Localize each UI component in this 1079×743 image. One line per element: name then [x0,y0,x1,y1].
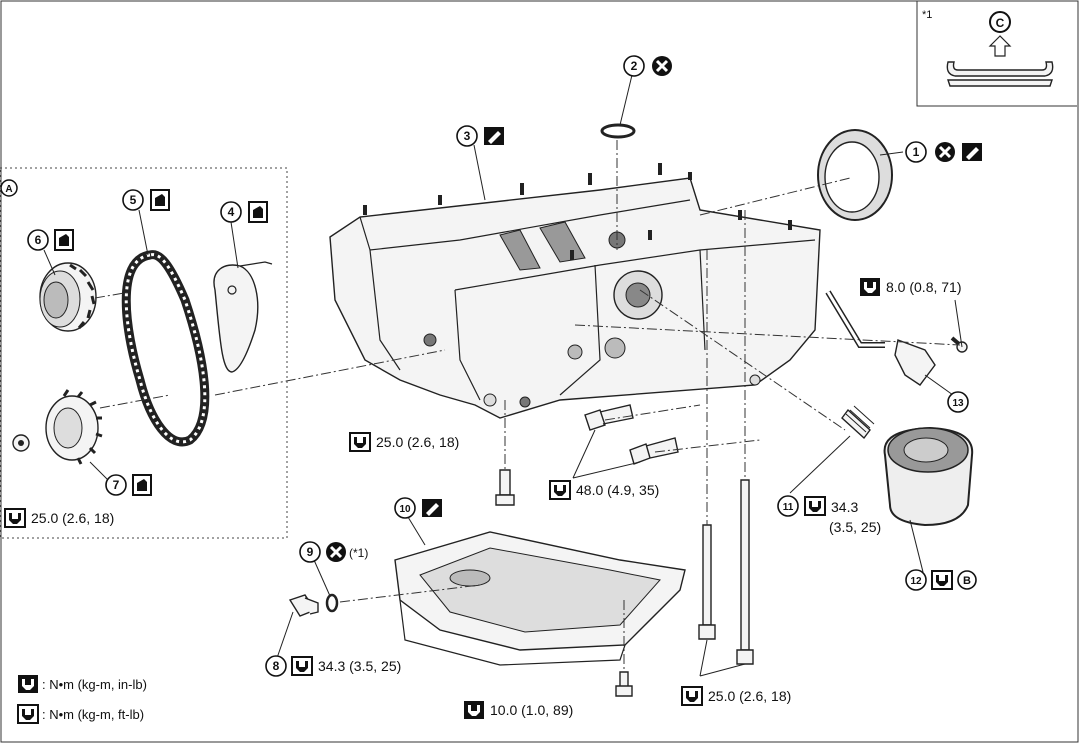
arrow-up-icon [988,35,1012,57]
o-ring [600,123,636,139]
oil-filter [883,426,974,527]
inset-note-mark: *1 [922,9,932,21]
callout-11: 11 34.3 (3.5, 25) [777,495,881,535]
torque-ftlb-icon [4,508,26,528]
legend-ftlb: : N•m (kg-m, ft-lb) [42,707,144,722]
svg-text:7: 7 [113,478,120,492]
torque-pan-bolts: 48.0 (4.9, 35) [549,480,659,500]
torque-sensor-bolt: 8.0 (0.8, 71) [860,278,962,296]
torque-ftlb-icon [804,496,826,516]
replace-icon [933,140,957,164]
lower-oil-pan [394,531,686,666]
apply-sealant-icon [422,499,442,517]
torque-center-bolt: 25.0 (2.6, 18) [349,432,459,452]
drain-plug [288,593,339,617]
svg-text:6: 6 [35,233,42,247]
torque-inlb-icon [18,675,38,693]
torque-long-bolts: 25.0 (2.6, 18) [681,686,791,706]
note-star1: (*1) [349,546,368,560]
svg-text:A: A [5,184,12,195]
callout-2: 2 [623,54,674,78]
replace-icon [324,540,348,564]
torque-ftlb-icon [931,570,953,590]
oil-filter-connector [841,405,875,440]
svg-text:25.0 (2.6, 18): 25.0 (2.6, 18) [708,688,791,704]
svg-text:8.0 (0.8, 71): 8.0 (0.8, 71) [886,279,962,295]
long-bolts [698,479,754,665]
svg-text:9: 9 [307,545,314,559]
upper-oil-pan [329,163,821,419]
oil-icon [248,201,268,223]
bolt-25-center [495,469,515,506]
inset-letter: C [996,16,1005,30]
svg-text:3: 3 [464,129,471,143]
svg-text:8: 8 [273,659,280,673]
torque-sprocket-bolt: 25.0 (2.6, 18) [4,508,114,528]
torque-ftlb-icon [549,480,571,500]
center-lines [94,140,961,672]
section-a-label: A [0,179,18,197]
torque-small-bolt: 10.0 (1.0, 89) [464,701,573,719]
legend-inlb: : N•m (kg-m, in-lb) [42,677,147,692]
torque-drain-plug: 34.3 (3.5, 25) [318,658,401,674]
oil-sensor [825,290,968,386]
apply-sealant-icon [962,143,982,161]
leader-lines [43,74,963,677]
torque-connector-b: (3.5, 25) [829,519,881,535]
torque-inlb-icon [860,278,880,296]
callout-8: 8 34.3 (3.5, 25) [265,655,401,677]
torque-ftlb-icon [17,704,39,724]
callout-5: 5 [122,189,170,211]
timing-chain [121,250,210,447]
inset-detail: *1 C [916,1,1077,107]
svg-text:48.0 (4.9, 35): 48.0 (4.9, 35) [576,482,659,498]
camshaft-sprocket [39,262,97,332]
svg-text:B: B [963,575,971,587]
callout-6: 6 [27,229,74,251]
callout-9: 9 (*1) [299,540,368,564]
callout-3: 3 [456,125,504,147]
oil-icon [150,189,170,211]
section-a-box [0,167,288,539]
torque-connector-a: 34.3 [831,499,858,515]
callout-12: 12 B [905,569,977,591]
callout-7: 7 [105,474,152,496]
svg-text:4: 4 [228,205,235,219]
svg-text:13: 13 [952,398,964,409]
svg-text:12: 12 [910,576,922,587]
oil-icon [132,474,152,496]
torque-ftlb-icon [349,432,371,452]
callout-4: 4 [220,201,268,223]
torque-ftlb-icon [291,656,313,676]
torque-ftlb-icon [681,686,703,706]
callout-10: 10 [394,497,442,519]
svg-text:2: 2 [631,59,638,73]
svg-text:10.0 (1.0, 89): 10.0 (1.0, 89) [490,702,573,718]
callout-13: 13 [947,391,969,413]
replace-icon [650,54,674,78]
chain-tensioner [213,261,273,373]
svg-text:1: 1 [913,145,920,159]
rear-oil-seal [817,129,893,221]
apply-sealant-icon [484,127,504,145]
callout-1: 1 [905,140,982,164]
svg-text:10: 10 [399,504,411,515]
gasket-section-icon [946,61,1054,77]
bolt-10 [615,671,633,697]
oil-icon [54,229,74,251]
torque-inlb-icon [464,701,484,719]
svg-text:25.0 (2.6, 18): 25.0 (2.6, 18) [376,434,459,450]
bolts-48 [584,404,679,465]
svg-text:25.0 (2.6, 18): 25.0 (2.6, 18) [31,510,114,526]
legend: : N•m (kg-m, in-lb) : N•m (kg-m, ft-lb) [17,675,147,724]
crankshaft-sprocket [12,389,103,465]
svg-text:5: 5 [130,193,137,207]
svg-text:11: 11 [783,502,794,513]
